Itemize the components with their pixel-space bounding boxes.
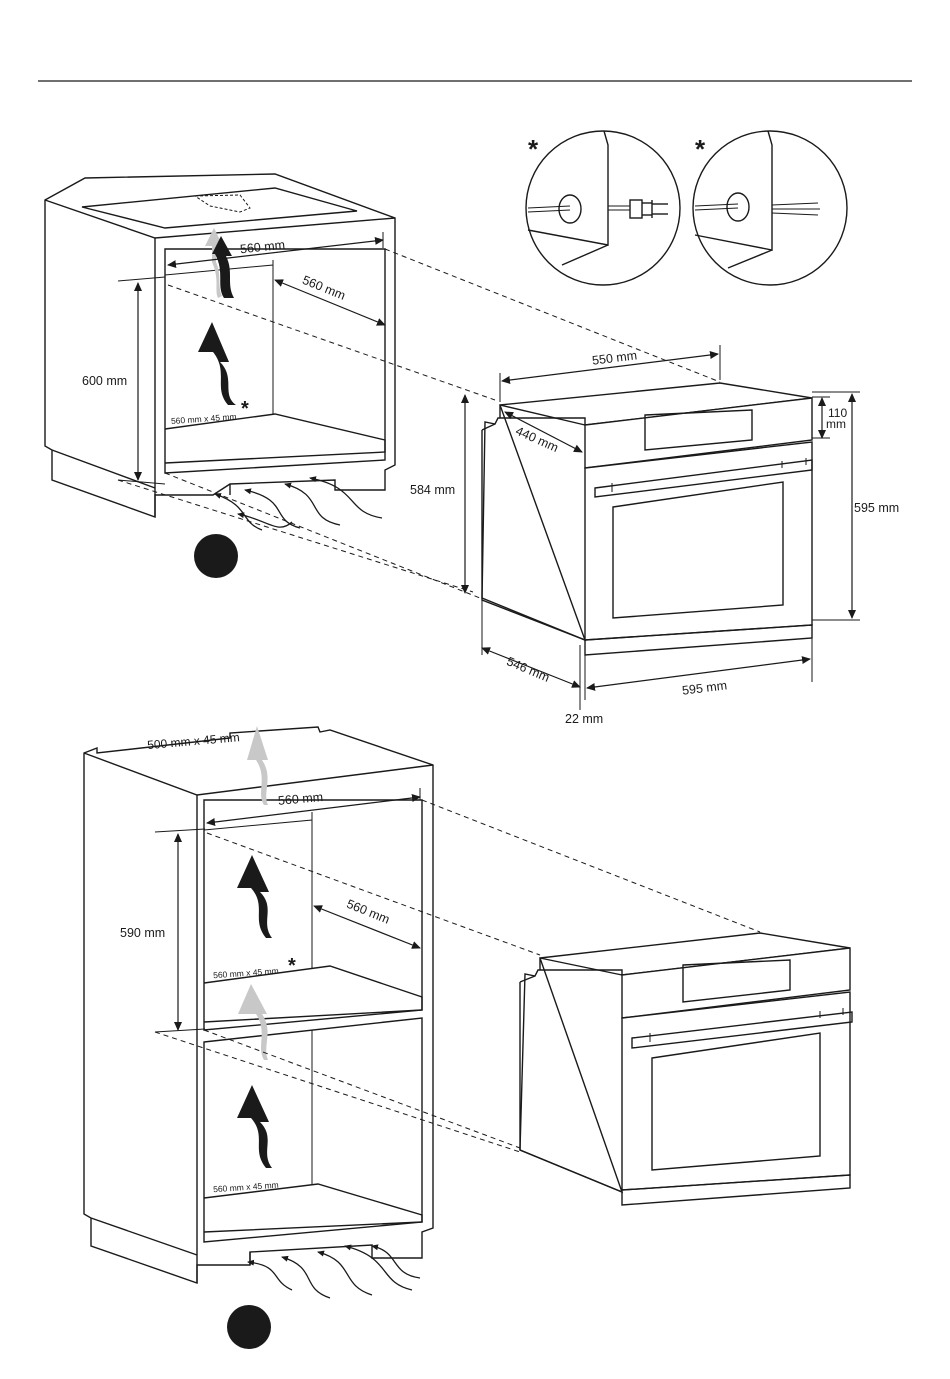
column-vent-asterisk: * [288, 955, 296, 977]
vent-asterisk: * [241, 398, 249, 420]
oven-body-height-label: 584 mm [410, 483, 455, 497]
wires-detail-asterisk: * [695, 134, 706, 164]
figure-marker-1 [194, 534, 238, 578]
plug-detail-asterisk: * [528, 134, 539, 164]
figure-marker-2 [227, 1305, 271, 1349]
oven-door-thickness-label: 22 mm [565, 712, 603, 726]
oven-front-height-label: 595 mm [854, 501, 899, 515]
oven-upper [482, 383, 812, 655]
connection-detail-plug [526, 131, 680, 285]
oven-lower [520, 933, 852, 1205]
oven-panel-height-unit: mm [826, 417, 846, 431]
oven-front-width-label: 595 mm [681, 678, 728, 697]
oven-side-depth-label: 546 mm [505, 654, 552, 685]
column-height-label: 590 mm [120, 926, 165, 940]
connection-detail-wires [693, 131, 847, 285]
cabinet-height-label: 600 mm [82, 374, 127, 388]
